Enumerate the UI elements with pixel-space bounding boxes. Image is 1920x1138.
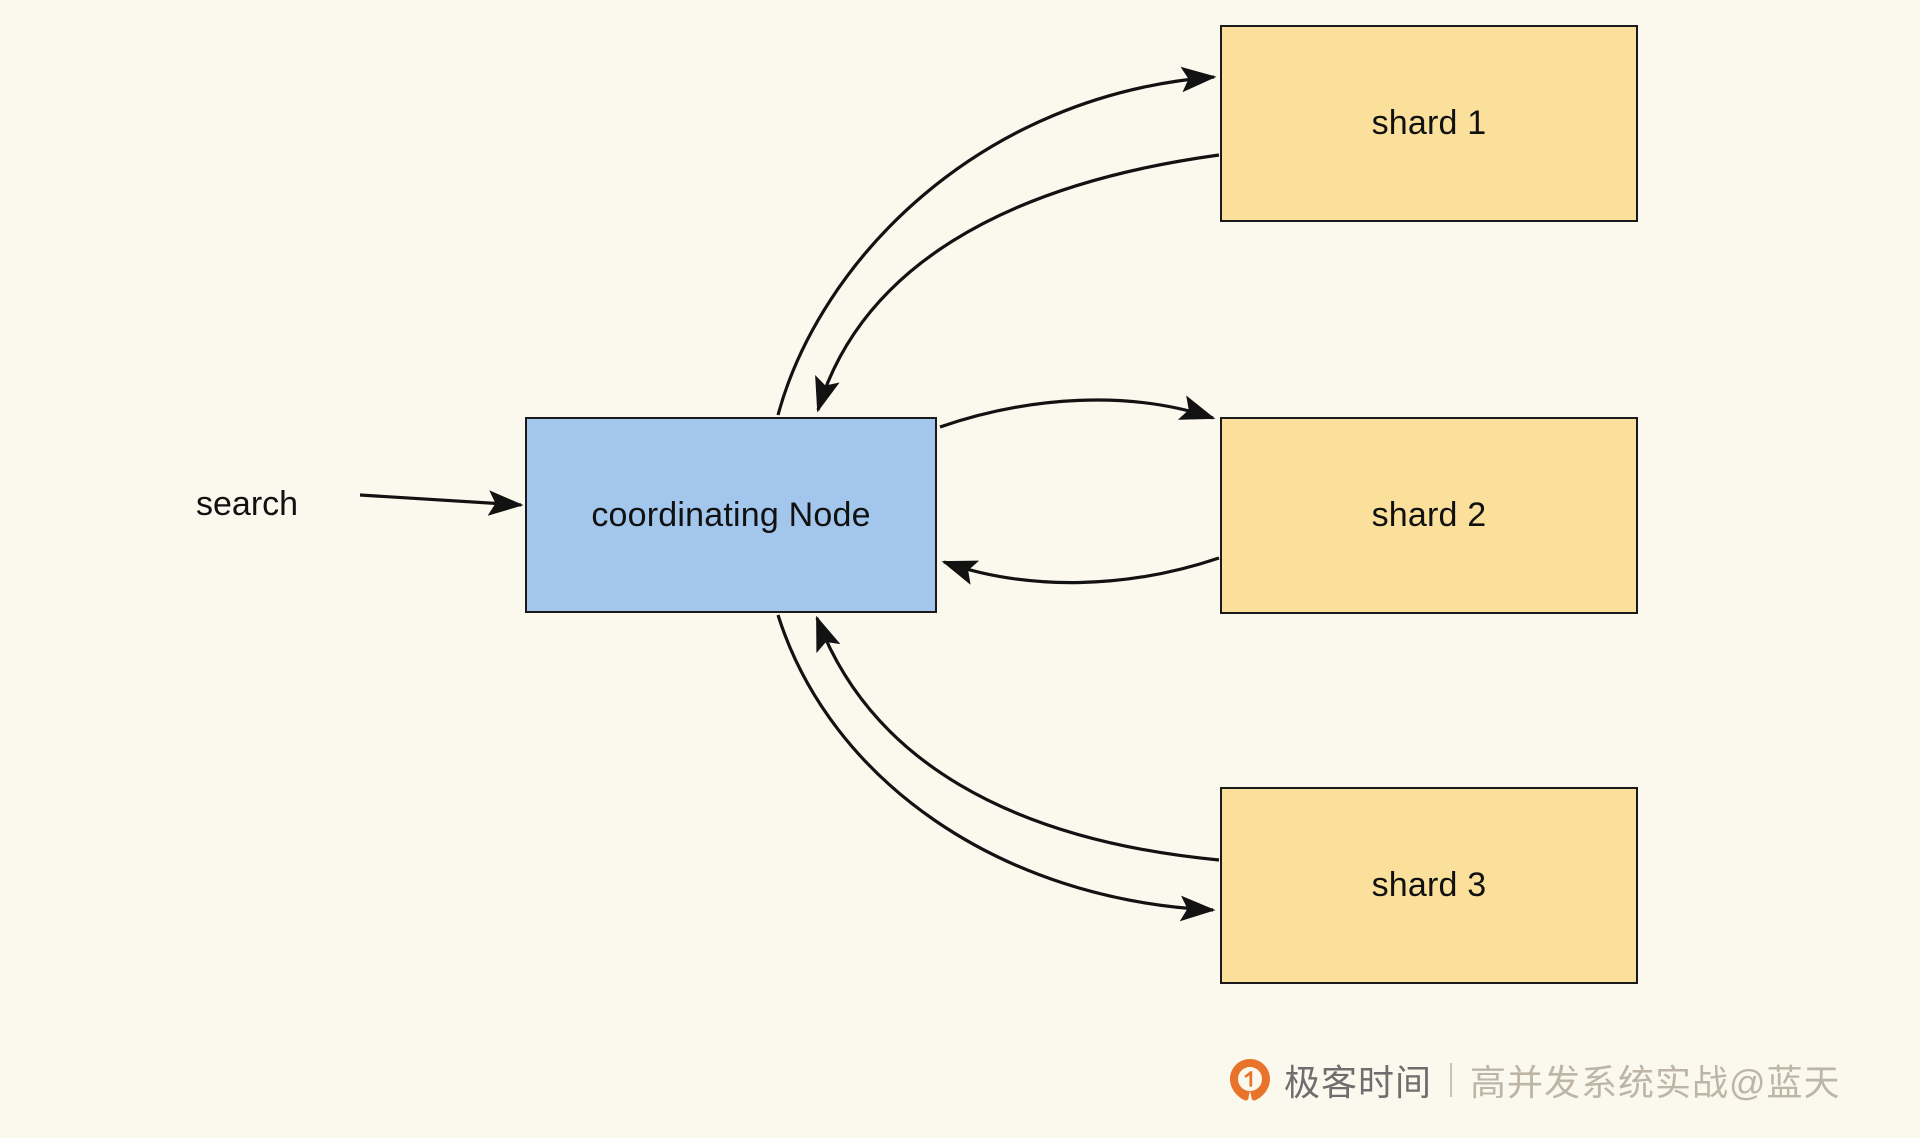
watermark-divider: [1450, 1063, 1453, 1097]
watermark-brand: 极客时间: [1284, 1062, 1433, 1103]
edge-coordinator-to-shard3: [776, 614, 1216, 922]
edge-coordinator-to-shard2: [939, 395, 1216, 429]
node-shard-2-label: shard 2: [1371, 496, 1487, 534]
node-shard-1-label: shard 1: [1371, 104, 1487, 142]
edge-shard2-to-coordinator: [941, 556, 1220, 585]
search-entry-label: search: [196, 485, 299, 523]
node-shard-3-label: shard 3: [1371, 866, 1487, 904]
node-shard-1[interactable]: shard 1: [1220, 25, 1638, 222]
geekbang-logo-icon: [1230, 1059, 1270, 1101]
edge-search-to-coordinator: [359, 490, 524, 516]
node-shard-3[interactable]: shard 3: [1220, 787, 1638, 984]
node-coordinating-node[interactable]: coordinating Node: [525, 417, 937, 613]
edge-coordinator-to-shard1: [776, 66, 1217, 416]
watermark-subtitle: 高并发系统实战@蓝天: [1470, 1062, 1841, 1103]
node-coordinating-node-label: coordinating Node: [591, 495, 871, 534]
node-shard-2[interactable]: shard 2: [1220, 417, 1638, 614]
watermark: 极客时间 高并发系统实战@蓝天: [1228, 1052, 1841, 1108]
edge-shard3-to-coordinator: [815, 615, 1220, 862]
edge-shard1-to-coordinator: [815, 153, 1220, 413]
